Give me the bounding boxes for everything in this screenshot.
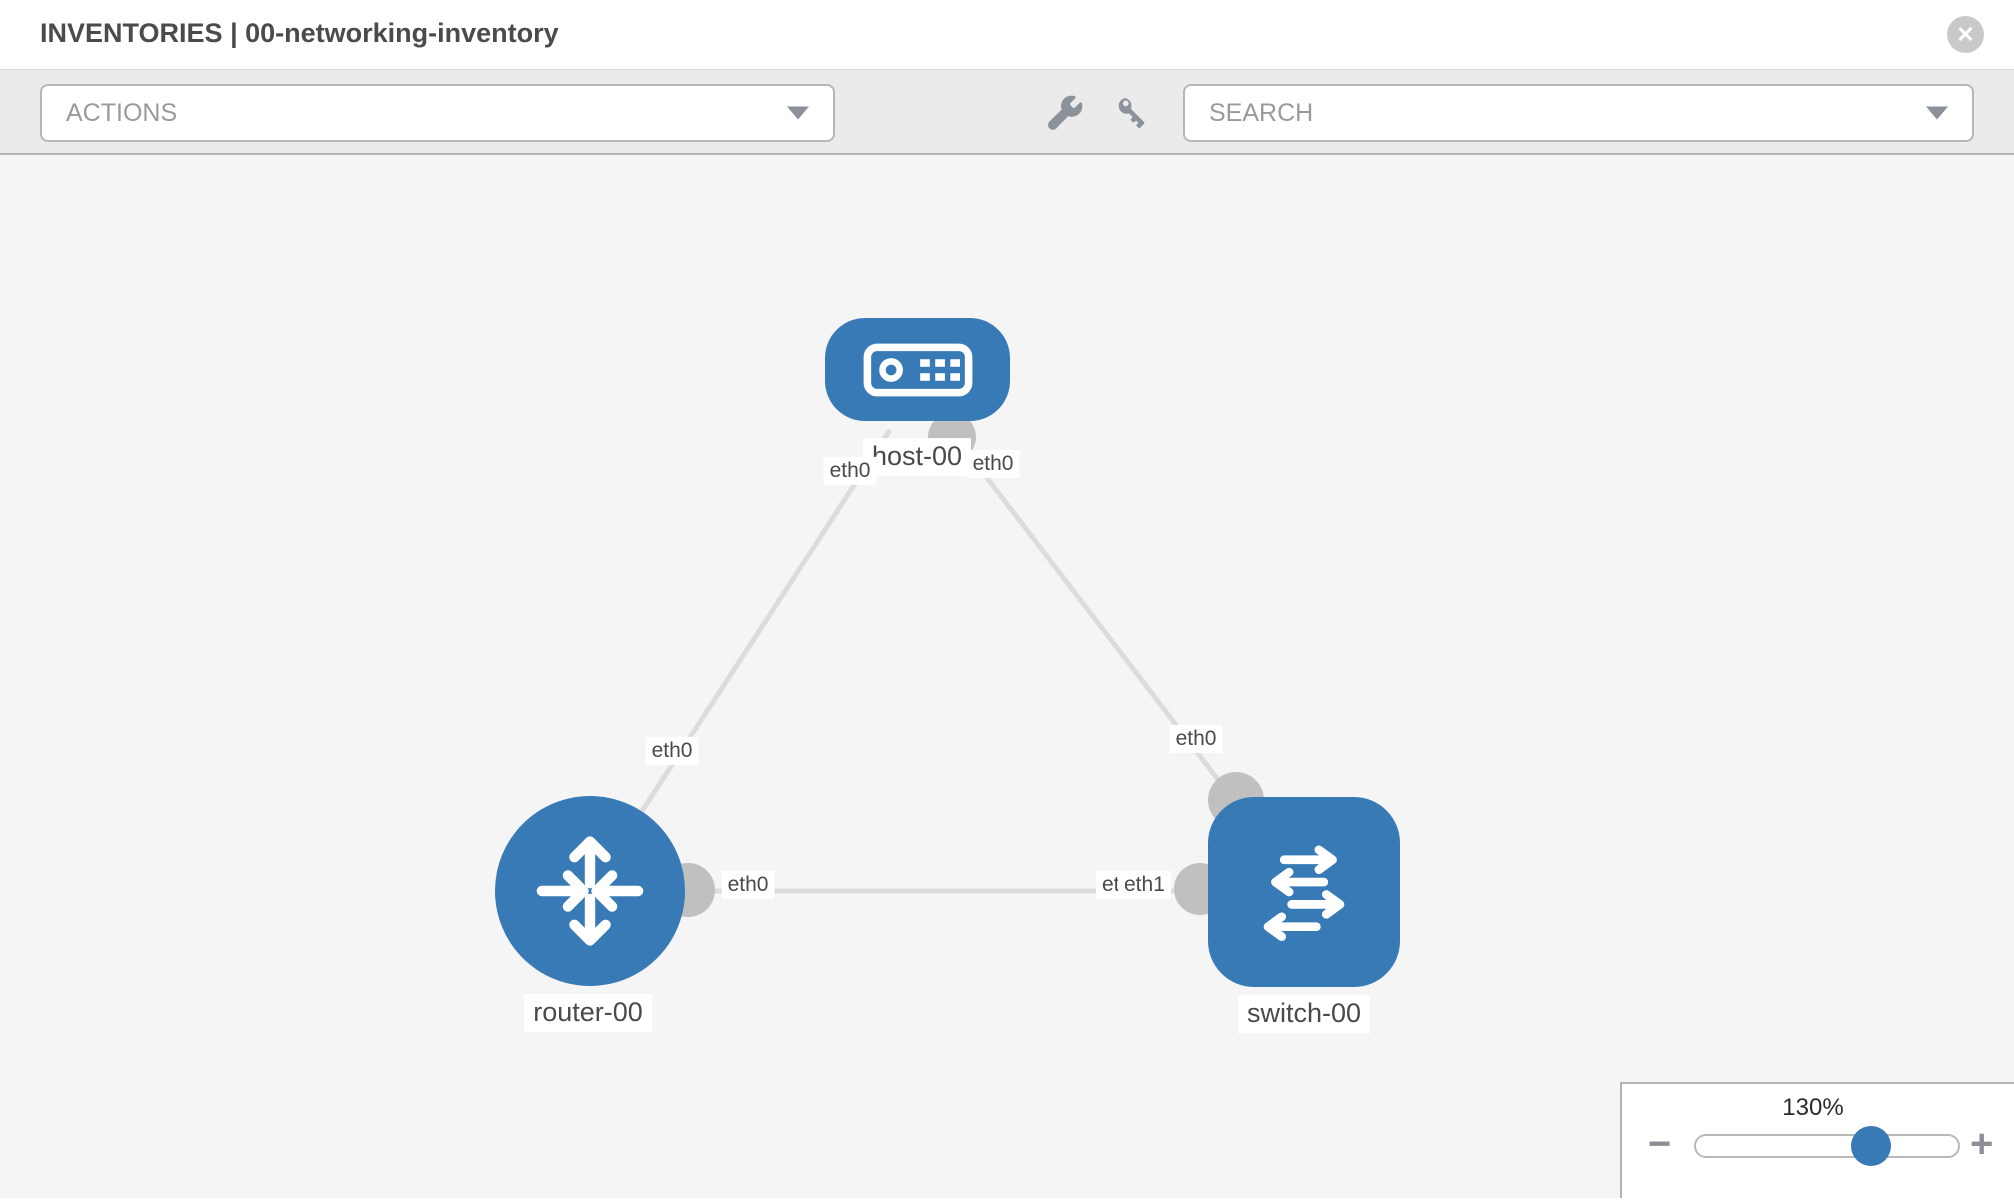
server-icon	[863, 343, 972, 396]
header: INVENTORIES | 00-networking-inventory ✕	[0, 0, 2014, 70]
key-icon[interactable]	[1114, 94, 1152, 132]
actions-dropdown[interactable]: ACTIONS	[40, 84, 835, 142]
router-arrows-icon	[536, 836, 644, 946]
node-label-router-00: router-00	[524, 994, 652, 1032]
interface-label-switch-eth0-uplink: eth0	[1169, 724, 1223, 754]
interface-label-router-eth0-uplink: eth0	[645, 736, 699, 766]
close-button[interactable]: ✕	[1947, 16, 1984, 53]
zoom-in-button[interactable]: +	[1970, 1122, 1994, 1166]
interface-label-switch-eth1: eth1	[1118, 870, 1171, 900]
interface-label-router-eth0: eth0	[721, 870, 775, 900]
zoom-slider-thumb[interactable]	[1851, 1126, 1891, 1166]
title-prefix: INVENTORIES	[40, 18, 223, 48]
topology-links-layer	[587, 413, 1306, 917]
node-label-host-00: host-00	[862, 438, 972, 476]
switch-arrows-icon	[1263, 845, 1345, 941]
node-switch-00[interactable]	[1208, 797, 1400, 987]
zoom-panel: 130% − +	[1620, 1082, 2014, 1198]
page-title: INVENTORIES | 00-networking-inventory	[40, 18, 559, 49]
search-dropdown[interactable]: SEARCH	[1183, 84, 1974, 142]
interface-label-host-eth0-right: eth0	[966, 449, 1020, 479]
zoom-slider-track[interactable]	[1694, 1126, 1960, 1166]
title-separator: |	[230, 18, 238, 48]
node-router-00[interactable]	[495, 796, 685, 986]
topology-canvas[interactable]: host-00 router-00 switch-00 eth0 eth0 et…	[0, 155, 2014, 1198]
close-icon: ✕	[1956, 21, 1975, 47]
chevron-down-icon	[1926, 106, 1948, 120]
zoom-value: 130%	[1782, 1094, 1844, 1121]
toolbar: ACTIONS SEARCH	[0, 70, 2014, 155]
node-label-switch-00: switch-00	[1237, 995, 1371, 1033]
interface-label-host-eth0-left: eth0	[823, 456, 877, 486]
zoom-out-button[interactable]: −	[1648, 1122, 1672, 1166]
node-host-00[interactable]	[825, 318, 1010, 421]
wrench-icon[interactable]	[1046, 94, 1084, 132]
actions-dropdown-label: ACTIONS	[66, 98, 178, 127]
chevron-down-icon	[787, 106, 809, 120]
title-inventory-name: 00-networking-inventory	[245, 18, 559, 48]
search-placeholder: SEARCH	[1209, 98, 1314, 127]
